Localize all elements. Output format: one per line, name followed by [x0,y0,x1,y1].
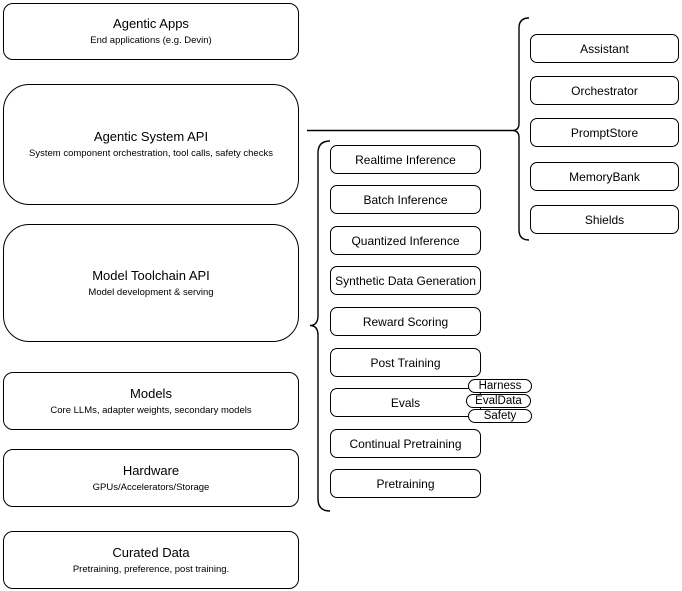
evals-tag-evaldata: EvalData [466,394,531,408]
node-agentic-apps: Agentic Apps End applications (e.g. Devi… [3,3,299,60]
node-title: Hardware [122,462,180,478]
node-title: Agentic System API [93,129,209,144]
toolchain-item-realtime-inference: Realtime Inference [330,145,481,174]
node-curated-data: Curated Data Pretraining, preference, po… [3,531,299,589]
toolchain-brace [309,140,331,512]
node-subtitle: System component orchestration, tool cal… [29,148,273,159]
component-orchestrator: Orchestrator [530,76,679,105]
toolchain-item-synthetic-data-generation: Synthetic Data Generation [330,266,481,295]
node-agentic-system-api: Agentic System API System component orch… [3,84,299,205]
toolchain-item-quantized-inference: Quantized Inference [330,226,481,255]
node-title: Agentic Apps [113,16,189,31]
system-components-brace [512,17,530,241]
component-shields: Shields [530,205,679,234]
node-subtitle: Core LLMs, adapter weights, secondary mo… [50,404,252,416]
node-models: Models Core LLMs, adapter weights, secon… [3,372,299,430]
node-subtitle: Model development & serving [88,286,214,298]
toolchain-item-evals: Evals [330,388,481,417]
node-subtitle: GPUs/Accelerators/Storage [92,481,210,493]
component-memorybank: MemoryBank [530,162,679,191]
evals-tag-harness: Harness [468,379,532,393]
node-model-toolchain-api: Model Toolchain API Model development & … [3,224,299,342]
node-title: Model Toolchain API [92,267,210,283]
node-subtitle: End applications (e.g. Devin) [90,35,212,46]
component-assistant: Assistant [530,34,679,63]
node-title: Curated Data [112,544,190,560]
toolchain-item-batch-inference: Batch Inference [330,185,481,214]
toolchain-item-post-training: Post Training [330,348,481,377]
toolchain-item-pretraining: Pretraining [330,469,481,498]
evals-tag-safety: Safety [468,409,532,423]
node-title: Models [130,385,172,401]
component-promptstore: PromptStore [530,118,679,147]
node-subtitle: Pretraining, preference, post training. [72,563,230,575]
toolchain-item-continual-pretraining: Continual Pretraining [330,429,481,458]
toolchain-item-reward-scoring: Reward Scoring [330,307,481,336]
node-hardware: Hardware GPUs/Accelerators/Storage [3,449,299,507]
